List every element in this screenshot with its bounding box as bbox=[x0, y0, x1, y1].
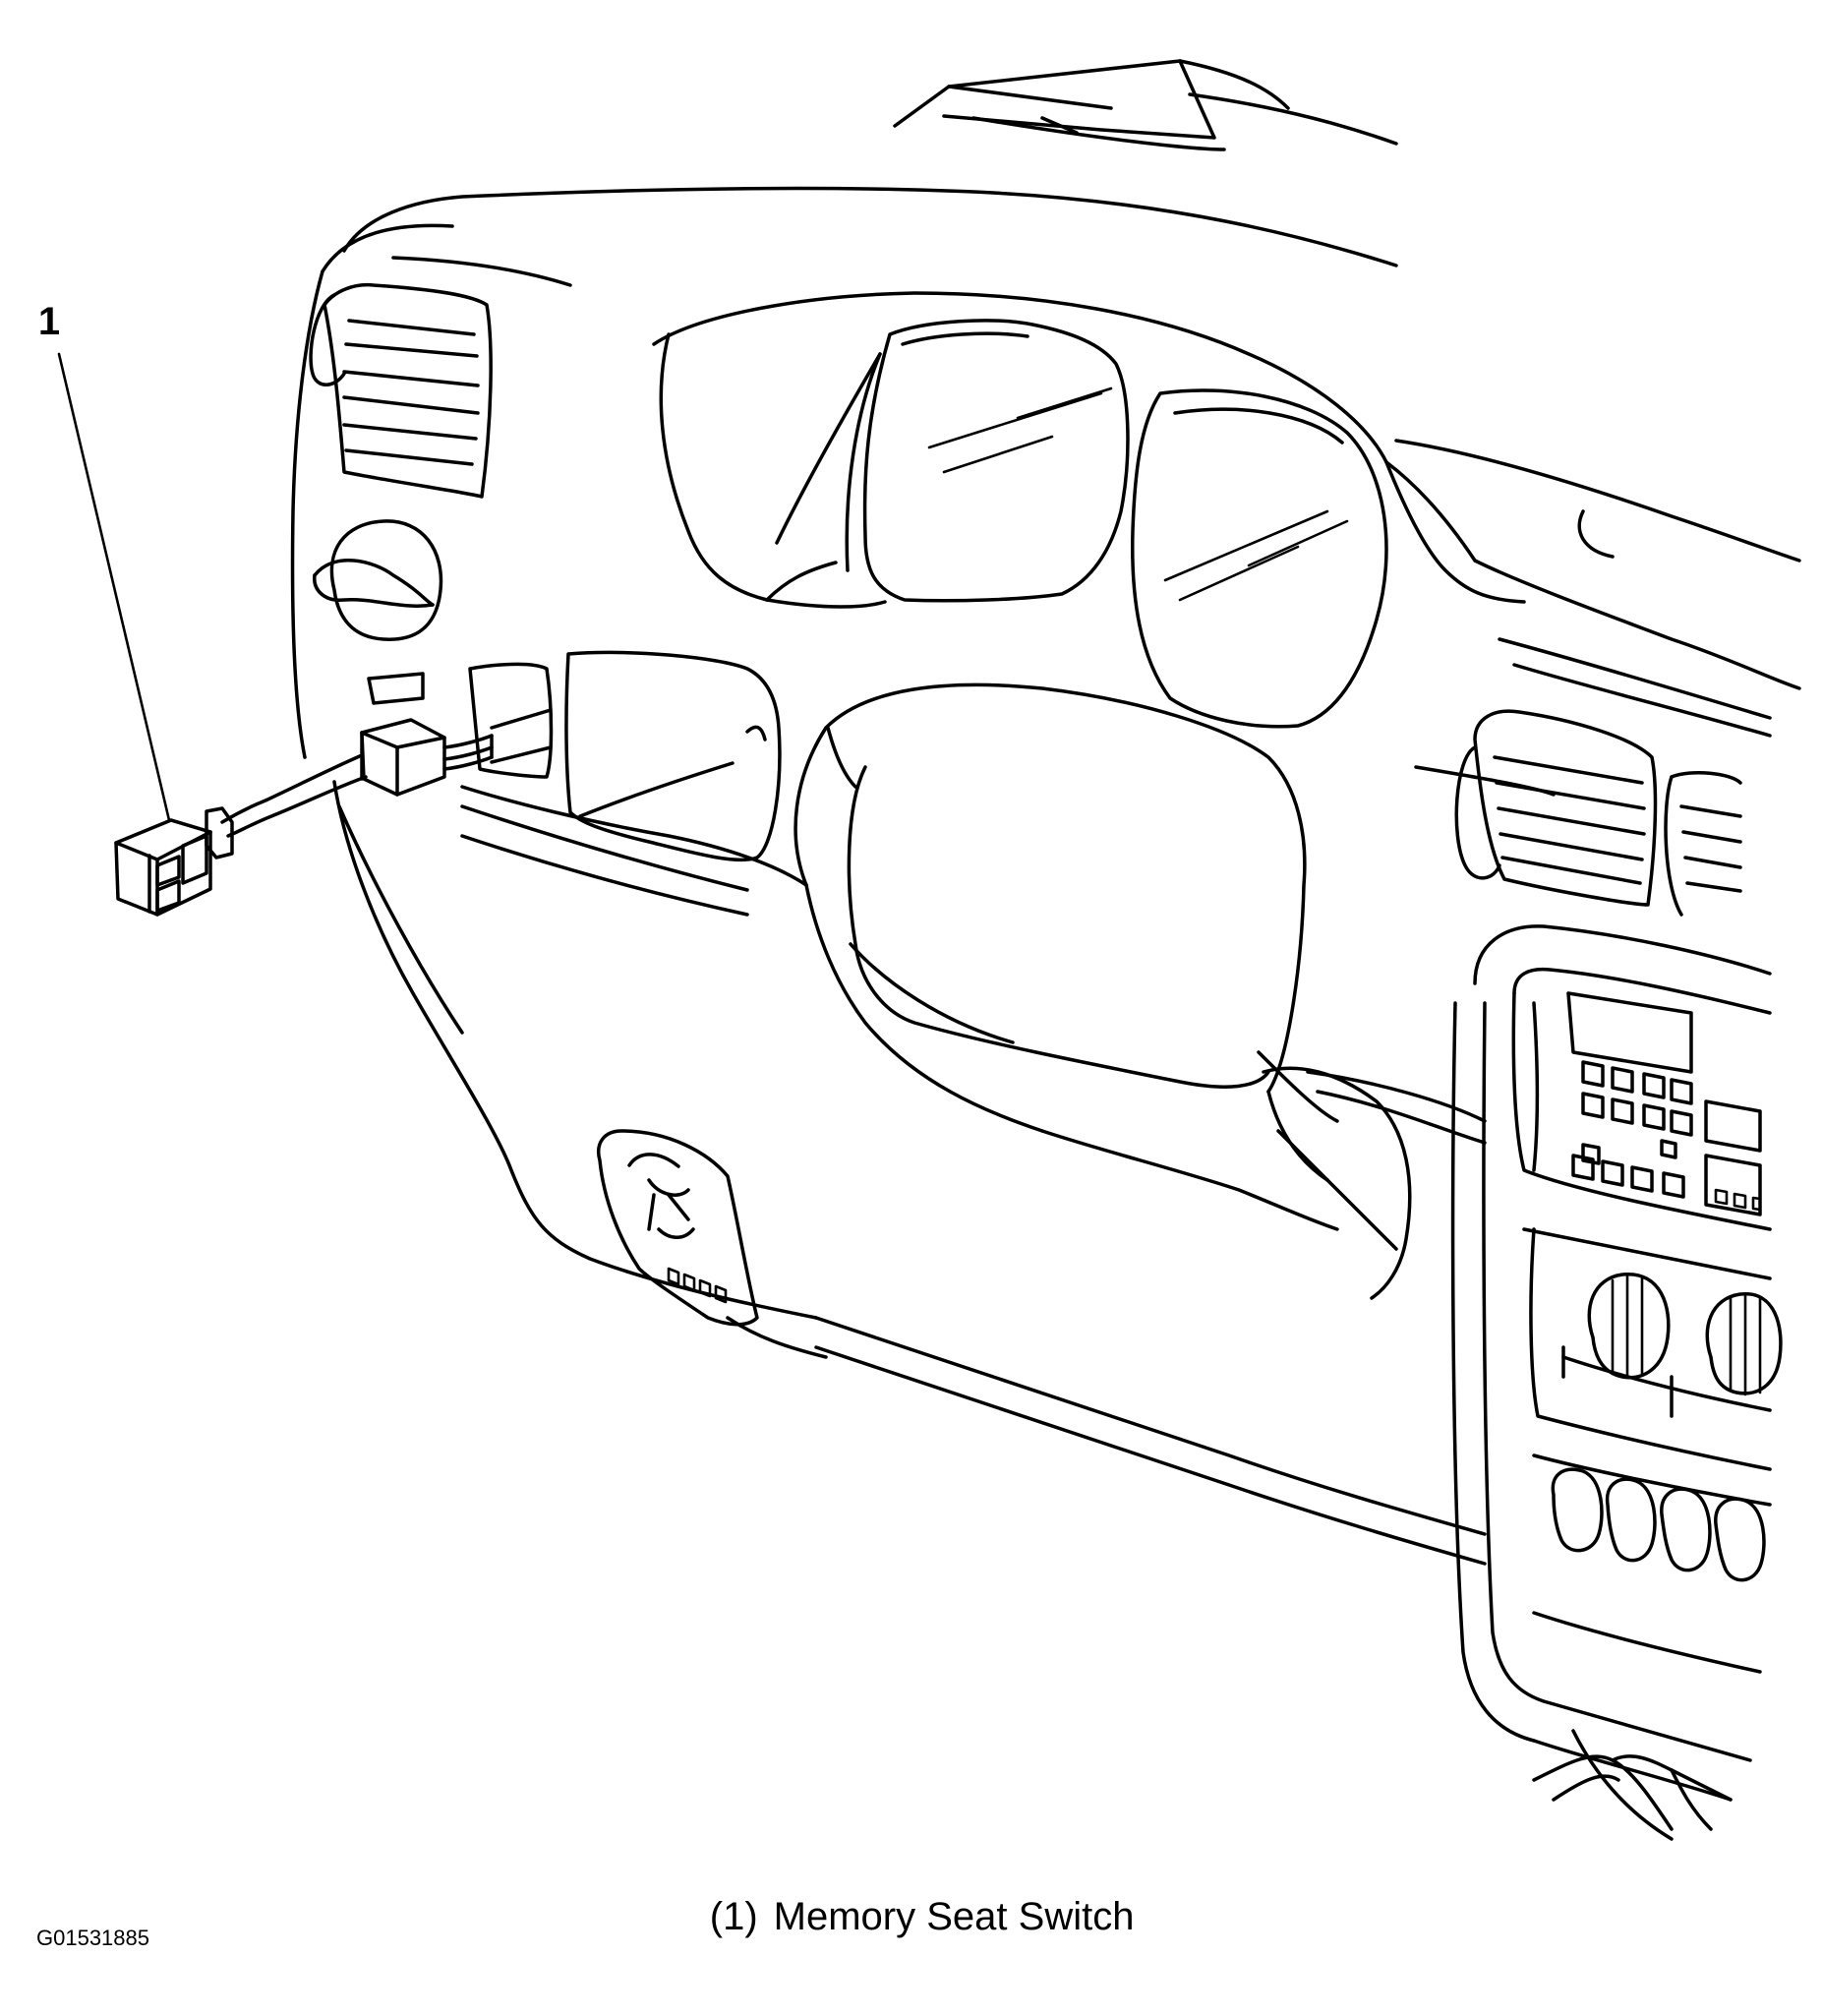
lower-trim-lines bbox=[460, 804, 1487, 1566]
right-air-vents bbox=[1454, 709, 1742, 917]
instrument-cluster bbox=[652, 291, 1526, 729]
dash-right-upper bbox=[1384, 439, 1801, 797]
steering-column-surround bbox=[460, 682, 1412, 1300]
caption-marker: (1) bbox=[709, 1895, 758, 1938]
center-stack bbox=[1450, 924, 1783, 1841]
callout-1: 1 bbox=[38, 300, 171, 822]
left-panel-openings bbox=[367, 650, 782, 862]
left-air-vent bbox=[309, 282, 493, 499]
caption-text: Memory Seat Switch bbox=[773, 1895, 1135, 1938]
figure-caption: (1) Memory Seat Switch bbox=[0, 1851, 1822, 1939]
figure-id: G01531885 bbox=[36, 1926, 149, 1950]
callout-number: 1 bbox=[38, 300, 60, 343]
left-rotary-knob bbox=[313, 519, 443, 641]
dash-top bbox=[321, 59, 1398, 287]
memory-seat-switch-assembly bbox=[114, 708, 553, 917]
knee-panel-recess bbox=[597, 1129, 759, 1327]
dash-left-shell bbox=[290, 269, 818, 1320]
